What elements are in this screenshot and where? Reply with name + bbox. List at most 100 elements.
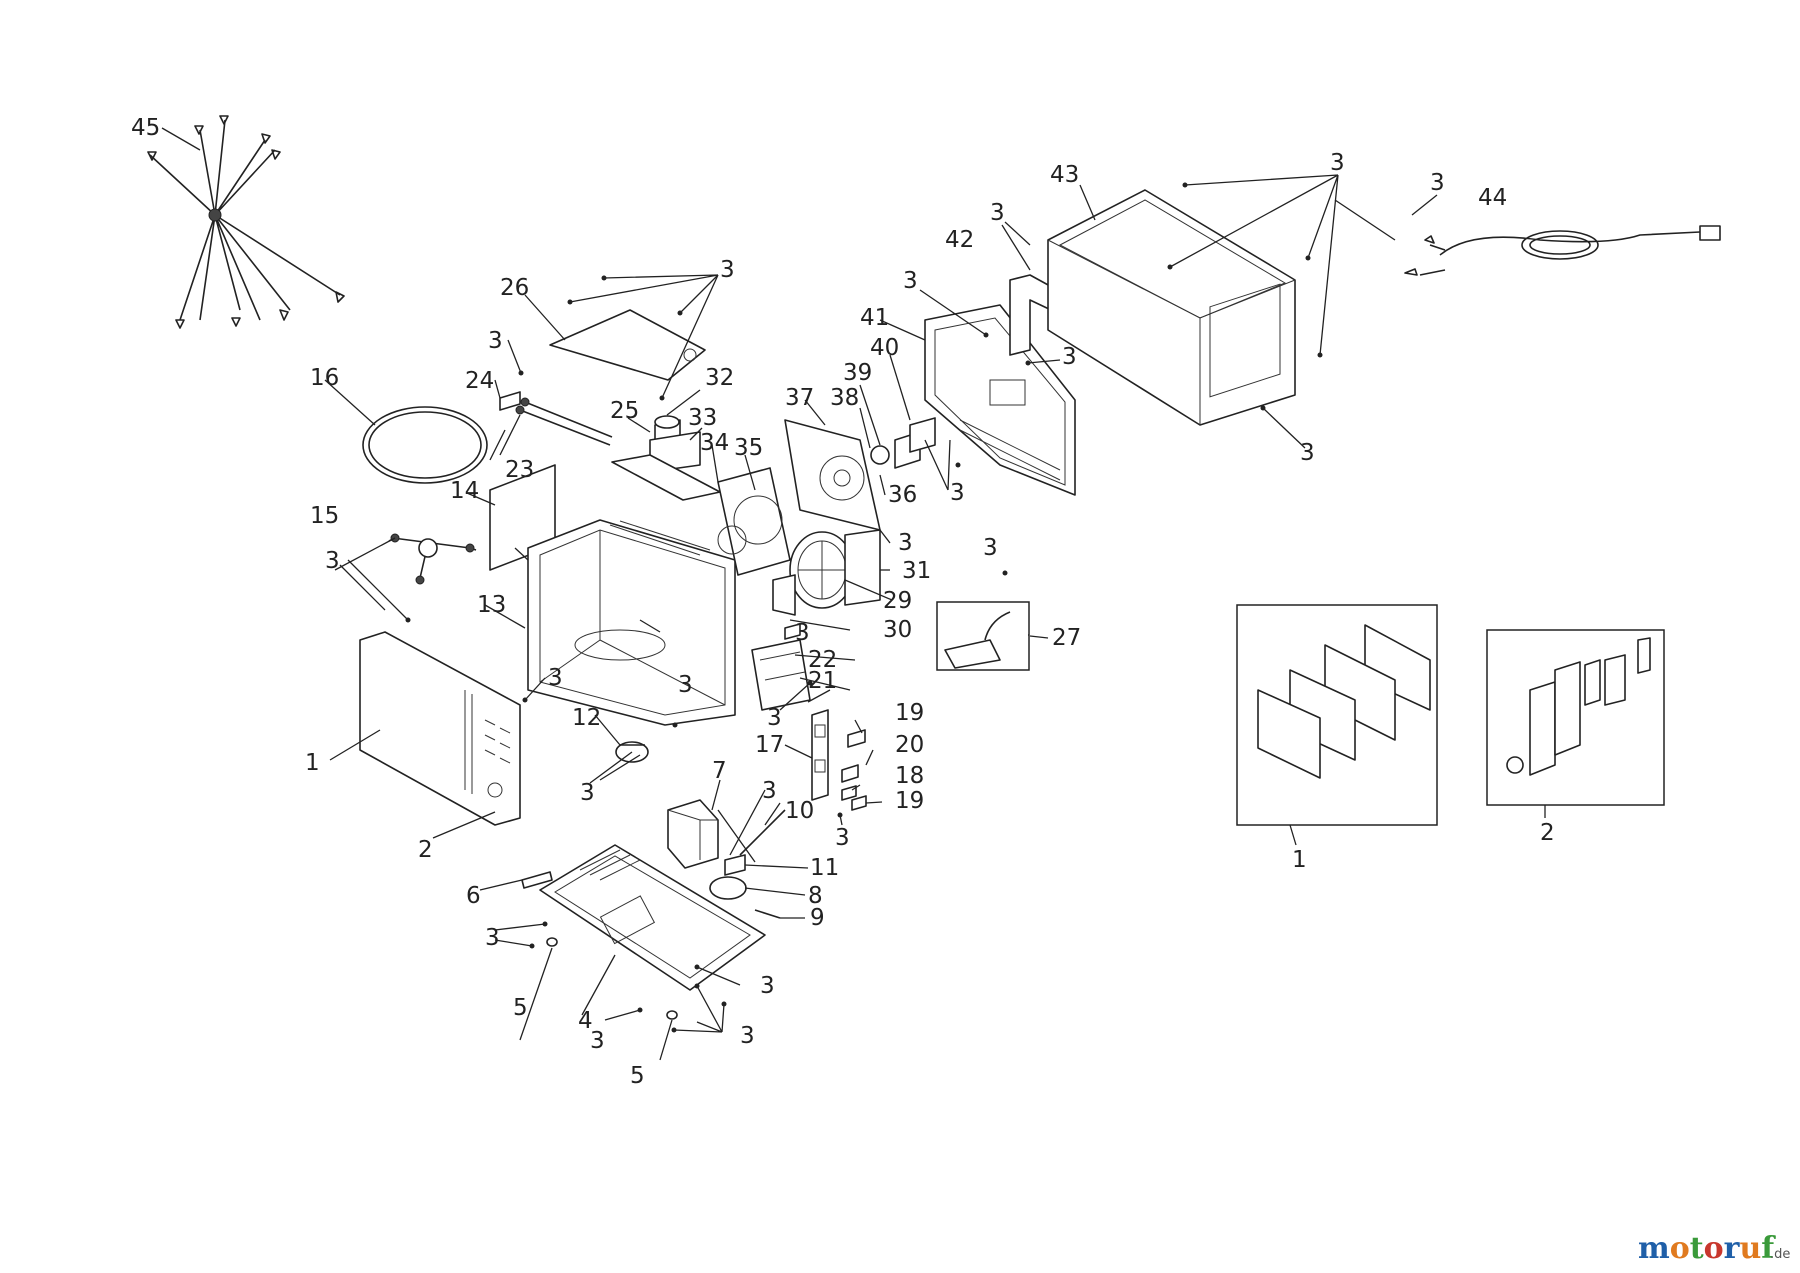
label-5-bottom: 5 bbox=[630, 1063, 645, 1089]
label-3-clip: 3 bbox=[488, 328, 503, 354]
label-18: 18 bbox=[895, 763, 924, 789]
label-32: 32 bbox=[705, 365, 734, 391]
label-3-fan: 3 bbox=[898, 530, 913, 556]
label-8: 8 bbox=[808, 883, 823, 909]
part-13-oven-cavity bbox=[527, 519, 736, 726]
watermark-letter: r bbox=[1724, 1231, 1741, 1266]
label-9: 9 bbox=[810, 905, 825, 931]
part-8-capacitor bbox=[709, 876, 747, 900]
label-24: 24 bbox=[465, 368, 494, 394]
watermark-letter: t bbox=[1690, 1231, 1704, 1266]
label-14: 14 bbox=[450, 478, 479, 504]
part-30-fan-blade bbox=[772, 574, 796, 616]
label-3-door: 3 bbox=[548, 665, 563, 691]
label-36: 36 bbox=[888, 482, 917, 508]
part-43-outer-casing bbox=[1047, 189, 1296, 426]
part-16-roller-ring bbox=[362, 406, 488, 484]
part-22-thermostat bbox=[784, 623, 801, 640]
label-5-left: 5 bbox=[513, 995, 528, 1021]
label-25: 25 bbox=[610, 398, 639, 424]
part-box-2-control-panel-kit bbox=[1486, 629, 1665, 806]
label-12: 12 bbox=[572, 705, 601, 731]
label-3-roller: 3 bbox=[325, 548, 340, 574]
part-4-base-plate bbox=[539, 844, 766, 991]
label-3-transformer: 3 bbox=[762, 778, 777, 804]
label-3-base-right: 3 bbox=[760, 973, 775, 999]
label-43: 43 bbox=[1050, 162, 1079, 188]
label-2: 2 bbox=[418, 837, 433, 863]
part-1-door bbox=[359, 631, 521, 826]
part-5-foot-bottom bbox=[666, 1010, 678, 1020]
label-3-rear: 3 bbox=[903, 268, 918, 294]
label-34: 34 bbox=[700, 430, 729, 456]
label-31: 31 bbox=[902, 558, 931, 584]
label-3-casing-bottom: 3 bbox=[1300, 440, 1315, 466]
label-19-bottom: 19 bbox=[895, 788, 924, 814]
label-40: 40 bbox=[870, 335, 899, 361]
label-3-motor: 3 bbox=[580, 780, 595, 806]
label-box-1: 1 bbox=[1292, 847, 1307, 873]
part-17-switch-holder bbox=[811, 709, 829, 801]
label-15: 15 bbox=[310, 503, 339, 529]
callout-lines bbox=[161, 127, 1438, 1061]
label-3-base-bottom: 3 bbox=[590, 1028, 605, 1054]
label-44: 44 bbox=[1478, 185, 1507, 211]
watermark-letter: m bbox=[1638, 1231, 1670, 1266]
label-3-casing-top: 3 bbox=[1330, 150, 1345, 176]
label-20: 20 bbox=[895, 732, 924, 758]
part-29-fan-motor bbox=[789, 529, 881, 609]
label-42: 42 bbox=[945, 227, 974, 253]
label-3-thermostat: 3 bbox=[795, 620, 810, 646]
part-9-fuse bbox=[754, 909, 781, 919]
label-3-board-screw: 3 bbox=[983, 535, 998, 561]
part-37-fan-bracket bbox=[784, 419, 881, 531]
watermark-letter: f bbox=[1761, 1231, 1776, 1266]
part-38-39-40-switches bbox=[870, 417, 936, 469]
part-number-labels: 45 43 3 3 44 3 42 3 3 41 40 39 37 38 3 3… bbox=[131, 115, 1555, 1089]
box-1-leader bbox=[1289, 824, 1297, 846]
label-3-switch-screw: 3 bbox=[835, 825, 850, 851]
part-10-diode bbox=[739, 809, 786, 856]
part-23-heater-tubes bbox=[515, 397, 613, 446]
label-23: 23 bbox=[505, 457, 534, 483]
part-11-capacitor-clip bbox=[724, 854, 746, 876]
part-44-power-cord bbox=[1404, 225, 1721, 276]
part-20-microswitch bbox=[841, 764, 859, 783]
label-39: 39 bbox=[843, 360, 872, 386]
label-35: 35 bbox=[734, 435, 763, 461]
label-27: 27 bbox=[1052, 625, 1081, 651]
label-33: 33 bbox=[688, 405, 717, 431]
watermark-brand-text: motoruf bbox=[1638, 1231, 1776, 1266]
label-16: 16 bbox=[310, 365, 339, 391]
label-3-cavity: 3 bbox=[678, 672, 693, 698]
label-3-switches: 3 bbox=[950, 480, 965, 506]
part-24-clip bbox=[499, 391, 521, 411]
label-38: 38 bbox=[830, 385, 859, 411]
label-22: 22 bbox=[808, 647, 837, 673]
label-3-cover: 3 bbox=[720, 257, 735, 283]
label-21: 21 bbox=[808, 668, 837, 694]
label-3-feet: 3 bbox=[740, 1023, 755, 1049]
part-41-rear-panel bbox=[924, 304, 1076, 496]
part-7-transformer bbox=[667, 799, 719, 869]
label-3-bracket-screw: 3 bbox=[1062, 344, 1077, 370]
label-29: 29 bbox=[883, 588, 912, 614]
part-19-microswitch-top bbox=[847, 729, 866, 748]
part-19-microswitch-bottom bbox=[851, 795, 867, 811]
label-10: 10 bbox=[785, 798, 814, 824]
label-6: 6 bbox=[466, 883, 481, 909]
label-3-bracket: 3 bbox=[990, 200, 1005, 226]
label-37: 37 bbox=[785, 385, 814, 411]
label-box-2: 2 bbox=[1540, 820, 1555, 846]
part-5-foot-left bbox=[546, 937, 558, 947]
label-3-switch-bracket: 3 bbox=[767, 705, 782, 731]
watermark-letter: u bbox=[1739, 1231, 1761, 1266]
part-27-pcb-box bbox=[936, 601, 1030, 671]
label-30: 30 bbox=[883, 617, 912, 643]
label-3-base-left: 3 bbox=[485, 925, 500, 951]
label-7: 7 bbox=[712, 758, 727, 784]
part-15-roller-support bbox=[388, 533, 477, 585]
watermark-letter: o bbox=[1704, 1231, 1724, 1266]
box-27-leader bbox=[1029, 635, 1049, 639]
